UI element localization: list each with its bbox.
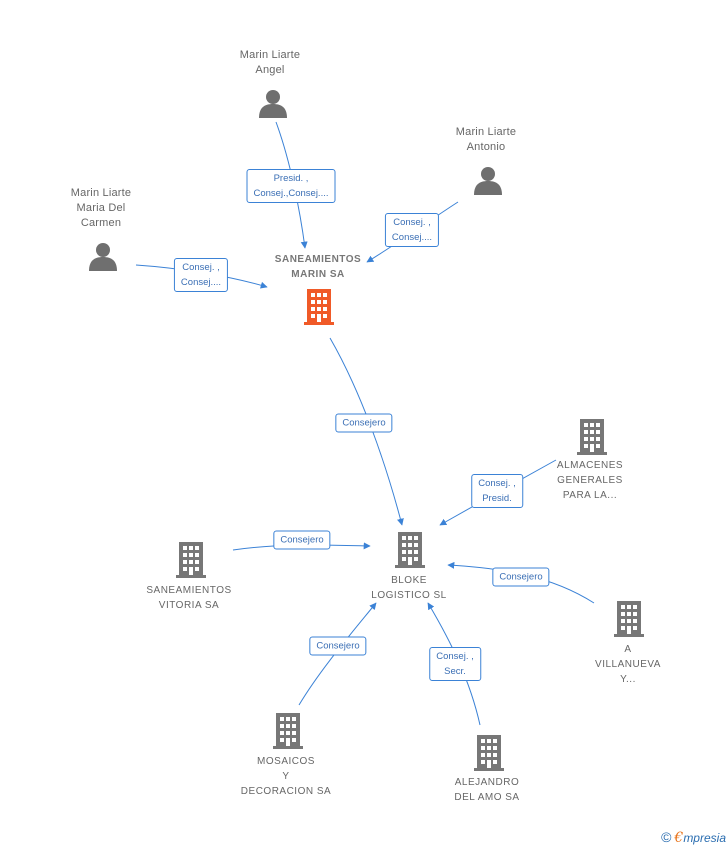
building-icon[interactable] <box>304 289 334 325</box>
edge-label-mosaicos[interactable]: Consejero <box>309 636 367 656</box>
edge-label-angel[interactable]: Presid. , Consej.,Consej.... <box>246 169 336 203</box>
person-label-marin-liarte-antonio[interactable]: Marin Liarte Antonio <box>455 126 517 153</box>
building-icon[interactable] <box>395 532 425 568</box>
company-label-a-villanueva[interactable]: A VILLANUEVA Y... <box>595 644 661 685</box>
person-icon[interactable] <box>474 167 502 195</box>
company-label-mosaicos-decoracion[interactable]: MOSAICOS Y DECORACION SA <box>240 756 332 797</box>
edge-label-vitoria[interactable]: Consejero <box>273 530 331 550</box>
edge-label-carmen[interactable]: Consej. , Consej.... <box>173 258 229 292</box>
company-label-alejandro-del-amo[interactable]: ALEJANDRO DEL AMO SA <box>454 777 520 803</box>
person-icon[interactable] <box>259 90 287 118</box>
copyright-icon: © <box>661 829 672 845</box>
person-label-marin-liarte-maria-del-carmen[interactable]: Marin Liarte Maria Del Carmen <box>70 187 132 229</box>
edge-label-alejandro[interactable]: Consej. , Secr. <box>429 647 481 681</box>
empresia-logo: ©€mpresia <box>661 829 726 846</box>
building-icon[interactable] <box>577 419 607 455</box>
building-icon[interactable] <box>273 713 303 749</box>
company-label-almacenes-generales[interactable]: ALMACENES GENERALES PARA LA... <box>556 460 624 501</box>
building-icon[interactable] <box>176 542 206 578</box>
brand-initial: € <box>674 830 684 846</box>
edge-label-saneamientos-marin-bloke[interactable]: Consejero <box>335 413 393 433</box>
company-label-saneamientos-marin[interactable]: SANEAMIENTOS MARIN SA <box>274 254 362 280</box>
person-icon[interactable] <box>89 243 117 271</box>
building-icon[interactable] <box>474 735 504 771</box>
edge-label-almacenes[interactable]: Consej. , Presid. <box>471 474 523 508</box>
edge-label-antonio[interactable]: Consej. , Consej.... <box>384 213 440 247</box>
company-label-bloke-logistico[interactable]: BLOKE LOGISTICO SL <box>371 575 447 601</box>
company-label-saneamientos-vitoria[interactable]: SANEAMIENTOS VITORIA SA <box>146 585 232 611</box>
person-label-marin-liarte-angel[interactable]: Marin Liarte Angel <box>239 49 301 76</box>
brand-name: mpresia <box>683 831 726 845</box>
edge-label-villanueva[interactable]: Consejero <box>492 567 550 587</box>
building-icon[interactable] <box>614 601 644 637</box>
